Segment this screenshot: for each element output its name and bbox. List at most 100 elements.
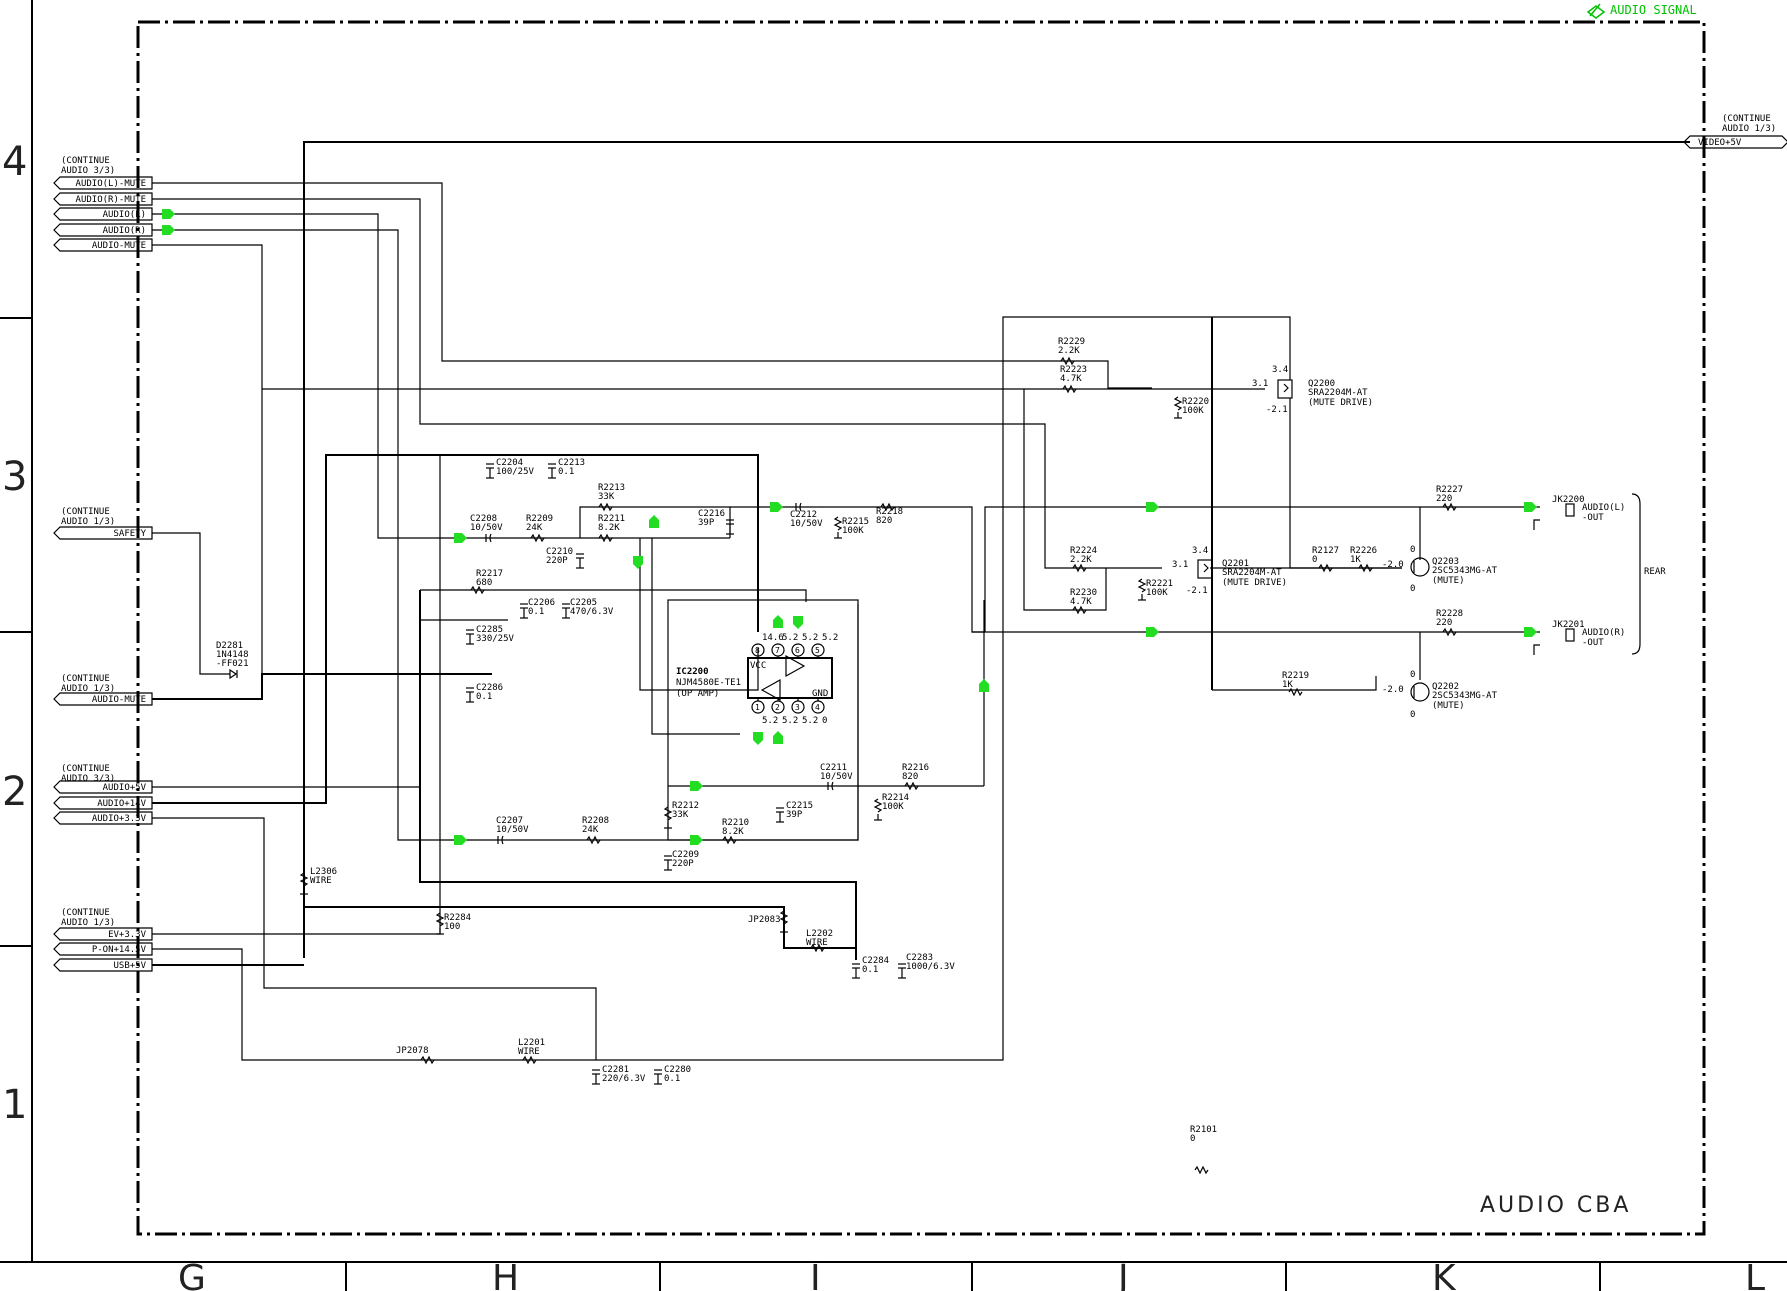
connector-pin-label: AUDIO-MUTE [92, 695, 146, 705]
component-jp2083: JP2083 [748, 910, 789, 933]
component-ref: R2230 [1070, 588, 1097, 598]
connector-pin-label: AUDIO(R) [103, 226, 146, 236]
connector-pin: AUDIO(L)-MUTE [53, 176, 153, 190]
svg-text:(MUTE DRIVE): (MUTE DRIVE) [1308, 398, 1373, 408]
ic-pin-number: 6 [795, 646, 800, 655]
connector-pin-label: USB+5V [113, 961, 146, 971]
ic-pin-number: 4 [815, 703, 820, 712]
signal-arrow-icon [690, 835, 703, 845]
column-label: I [810, 1258, 821, 1291]
ic-desc: (OP AMP) [676, 689, 719, 699]
component-value: 0.1 [476, 692, 492, 702]
component-value: 8.2K [598, 523, 620, 533]
component-value: 0.1 [862, 965, 878, 975]
rear-bracket [1631, 493, 1641, 655]
connector-pin: P-ON+14.5V [53, 942, 153, 956]
component-value: 4.7K [1070, 597, 1092, 607]
svg-text:GND: GND [812, 689, 828, 699]
svg-text:AUDIO(R): AUDIO(R) [1582, 628, 1625, 638]
connector-pin-label: AUDIO(R)-MUTE [76, 195, 146, 205]
connector-group-safety: (CONTINUE AUDIO 1/3) [61, 507, 115, 527]
legend-label: AUDIO SIGNAL [1610, 3, 1697, 17]
component-ref: C2204 [496, 458, 523, 468]
svg-text:Q2203: Q2203 [1432, 557, 1459, 567]
svg-text:AUDIO 1/3): AUDIO 1/3) [1722, 124, 1776, 134]
svg-text:2SC5343MG-AT: 2SC5343MG-AT [1432, 566, 1498, 576]
component-value: 33K [598, 492, 615, 502]
signal-arrow-icon [773, 731, 783, 744]
component-value: WIRE [518, 1047, 540, 1057]
component-value: 2.2K [1070, 555, 1092, 565]
component-ref: C2212 [790, 510, 817, 520]
column-label: J [1116, 1258, 1129, 1291]
svg-text:JK2201: JK2201 [1552, 620, 1585, 630]
component-ref: R2284 [444, 913, 471, 923]
component-ref: C2284 [862, 956, 889, 966]
connector-pin-label: AUDIO(L)-MUTE [76, 179, 146, 189]
ic-pin: 35.2 [791, 698, 818, 726]
connector-pin-label: P-ON+14.5V [92, 945, 147, 955]
component-ref: R2215 [842, 517, 869, 527]
passive-components: R22292.2KR22234.7KR2220100KC2204100/25VC… [299, 337, 1463, 1175]
svg-text:(MUTE DRIVE): (MUTE DRIVE) [1222, 578, 1287, 588]
connector-pin: AUDIO+3.3V [53, 811, 153, 825]
signal-arrow-icon [1524, 502, 1537, 512]
ic-pin: 75.2 [771, 633, 798, 658]
svg-text:(CONTINUE: (CONTINUE [1722, 114, 1771, 124]
connector-pin: SAFETY [53, 526, 153, 540]
svg-text:Q2201: Q2201 [1222, 559, 1249, 569]
component-value: WIRE [806, 938, 828, 948]
svg-text:2SC5343MG-AT: 2SC5343MG-AT [1432, 691, 1498, 701]
component-value: 680 [476, 578, 492, 588]
svg-text:1N4148: 1N4148 [216, 650, 249, 660]
connector-pin: AUDIO(R)-MUTE [53, 192, 153, 206]
component-ref: R2221 [1146, 579, 1173, 589]
rear-label: REAR [1644, 567, 1666, 577]
component-value: 100 [444, 922, 460, 932]
wiring [152, 141, 1690, 1061]
component-ref: R2224 [1070, 546, 1097, 556]
svg-text:3.4: 3.4 [1192, 546, 1208, 556]
component-ref: C2285 [476, 625, 503, 635]
component-ref: JP2078 [396, 1046, 429, 1056]
audio-signal-legend: AUDIO SIGNAL [1586, 3, 1697, 19]
ic-pin: 40 [811, 698, 827, 726]
ic-pin: 814.6 [751, 633, 784, 658]
component-value: WIRE [310, 876, 332, 886]
connector-pin-label: AUDIO(L) [103, 210, 146, 220]
connector-group-audio-power: (CONTINUE AUDIO 3/3) [61, 764, 115, 784]
svg-text:SRA2204M-AT: SRA2204M-AT [1222, 568, 1282, 578]
connector-pins: AUDIO(L)-MUTE AUDIO(R)-MUTE AUDIO(L) AUDIO(… [53, 135, 1787, 972]
component-ref: C2280 [664, 1065, 691, 1075]
component-value: 24K [526, 523, 543, 533]
signal-arrow-icon [162, 209, 175, 219]
ic-pin-voltage: 5.2 [822, 633, 838, 643]
svg-text:D2281: D2281 [216, 641, 243, 651]
q2200-transistor: Q2200 SRA2204M-AT (MUTE DRIVE) 3.4 3.1 -… [1252, 365, 1373, 415]
component-ref: JP2083 [748, 915, 781, 925]
component-ref: L2201 [518, 1038, 545, 1048]
component-ref: C2210 [546, 547, 573, 557]
connector-pin: AUDIO(L) [53, 207, 153, 221]
component-ref: R2101 [1190, 1125, 1217, 1135]
ic-pin: 25.2 [771, 698, 798, 726]
component-ref: R2228 [1436, 609, 1463, 619]
